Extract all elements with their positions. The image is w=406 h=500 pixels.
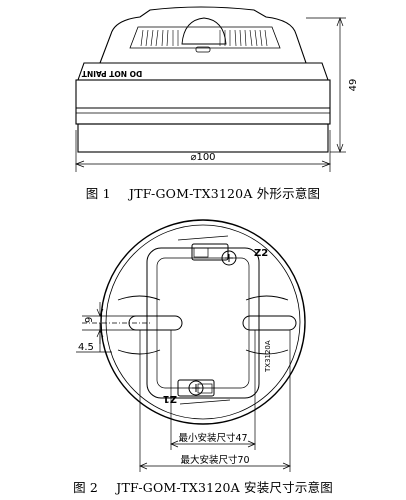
figure-2-caption: 图 2 JTF-GOM-TX3120A 安装尺寸示意图 — [0, 477, 406, 496]
diameter-dimension-value: ⌀100 — [190, 152, 215, 163]
terminal-z2-label: Z2 — [254, 248, 268, 259]
diameter-dimension — [75, 130, 331, 172]
base-plate — [100, 219, 306, 425]
figure-1-number: 图 1 — [85, 186, 111, 201]
max-install-dimension: 最大安装尺寸70 — [180, 454, 249, 466]
installation-dimensions — [139, 330, 291, 472]
slot-dimension — [76, 302, 150, 353]
figure-2-title: JTF-GOM-TX3120A 安装尺寸示意图 — [116, 480, 333, 495]
height-dimension — [306, 17, 346, 153]
slot-width-value: 9 — [84, 317, 95, 323]
detector-side-view — [75, 6, 331, 153]
model-text-on-base: TX3120A — [264, 340, 272, 373]
slot-offset-value: 4.5 — [78, 342, 94, 353]
do-not-paint-label: DO NOT PAINT — [81, 69, 142, 78]
min-install-dimension: 最小安装尺寸47 — [178, 432, 247, 444]
figure-1-caption: 图 1 JTF-GOM-TX3120A 外形示意图 — [0, 183, 406, 202]
figure-1-title: JTF-GOM-TX3120A 外形示意图 — [128, 186, 321, 201]
height-dimension-value: 49 — [348, 79, 359, 92]
terminal-z1-label: Z1 — [163, 393, 177, 404]
figure-2-number: 图 2 — [73, 480, 99, 495]
